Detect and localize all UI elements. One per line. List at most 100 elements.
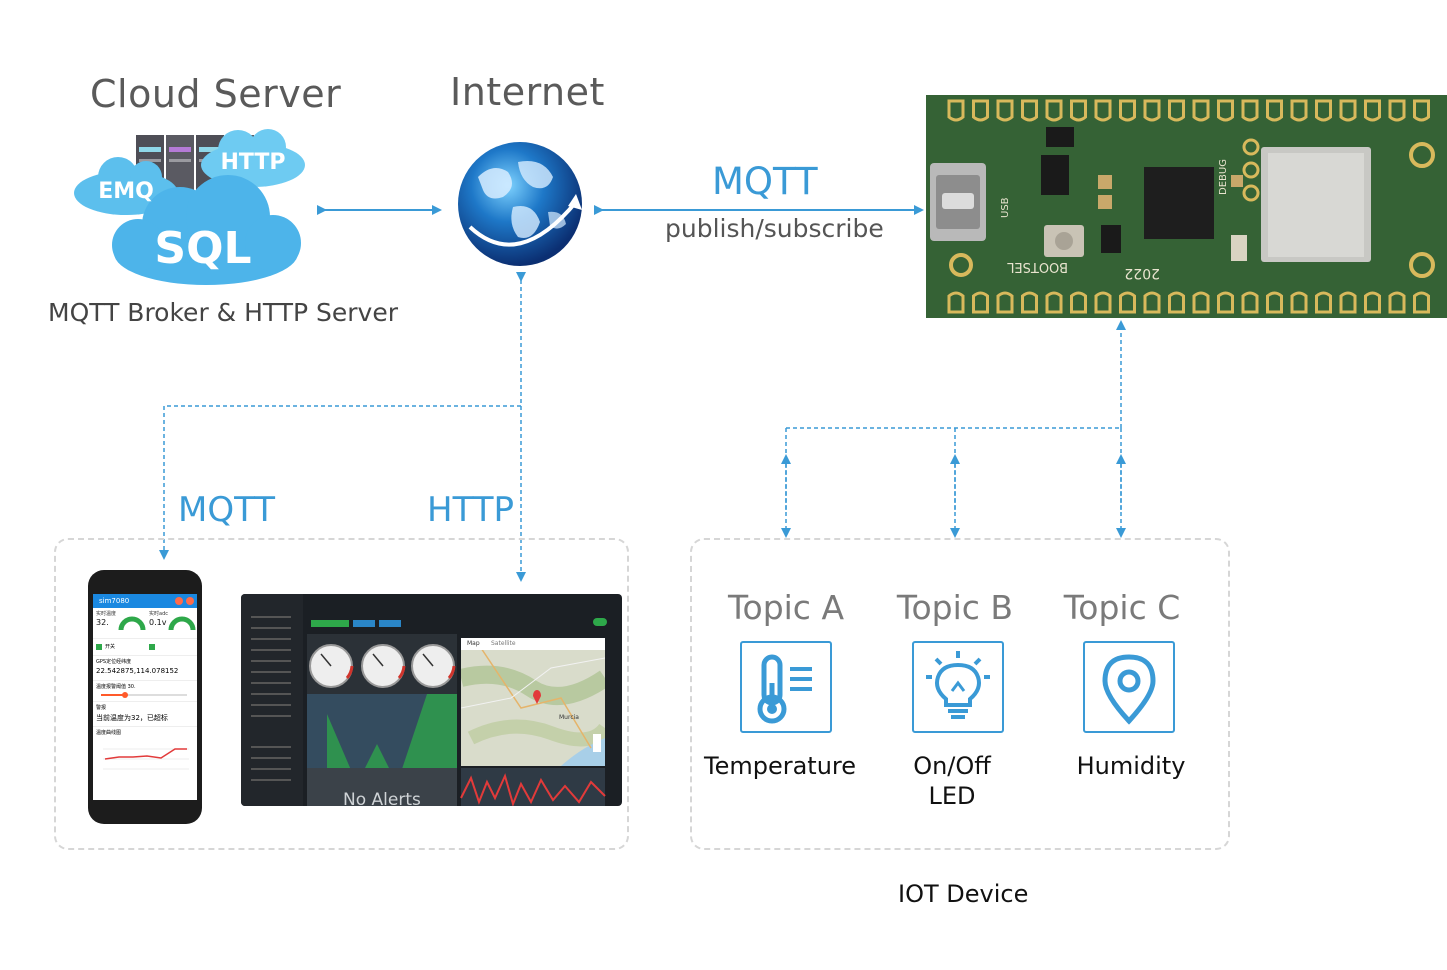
circuit-board-image: BOOTSEL 2022 USB DEBUG (926, 95, 1447, 318)
pin-pad (1119, 291, 1136, 314)
pin-pad (1217, 291, 1234, 314)
internet-title: Internet (450, 70, 605, 114)
cloud-server-caption: MQTT Broker & HTTP Server (48, 298, 399, 327)
gauge-3 (411, 644, 456, 688)
client-mqtt-label: MQTT (178, 490, 276, 530)
topic-c-caption: Humidity (1076, 752, 1186, 780)
phone-temp-value: 32. (96, 618, 109, 627)
location-pin-icon (1102, 654, 1156, 725)
phone-temp-gauge (118, 616, 146, 631)
mqtt-link-label: MQTT (712, 160, 818, 203)
pin-pad (1241, 291, 1259, 314)
pin-pad (1315, 291, 1332, 314)
lightbulb-icon (926, 651, 990, 719)
emq-tag: EMQ (98, 179, 154, 204)
phone-alert-label: 温度报警阈值 30. (96, 684, 136, 690)
topic-c-title: Topic C (1063, 588, 1181, 627)
pin-pad (1119, 99, 1136, 122)
phone-volt-label: 实时adc (149, 611, 168, 617)
pin-pad (1168, 291, 1185, 314)
bottom-pin-row (947, 291, 1430, 314)
topic-b-box[interactable] (912, 641, 1004, 733)
phone-curve-label: 温度曲线图 (96, 730, 122, 736)
thermometer-icon (757, 654, 812, 724)
gauge-1 (309, 644, 354, 688)
pin-pad (1290, 291, 1308, 314)
year-silkscreen: 2022 (1124, 265, 1160, 281)
pin-pad (1168, 99, 1185, 122)
debug-silkscreen: DEBUG (1218, 159, 1229, 195)
cloud-server-icon: HTTP EMQ SQL (74, 129, 305, 285)
pin-pad (1094, 99, 1112, 122)
pin-pad (1339, 99, 1357, 122)
phone-gps-value: 22.542875,114.078152 (96, 667, 179, 675)
dashboard-map[interactable]: Map Satellite Murcia (461, 638, 605, 766)
pin-pad (1241, 99, 1259, 122)
pin-pad (1266, 291, 1283, 314)
bootsel-silkscreen: BOOTSEL (1006, 259, 1068, 274)
pin-pad (972, 99, 989, 122)
client-http-label: HTTP (427, 490, 515, 530)
dashboard-sidebar (241, 594, 303, 806)
dashboard-chart (460, 768, 606, 806)
cloud-server-title: Cloud Server (90, 72, 342, 116)
pin-pad (1021, 99, 1038, 122)
pin-pad (947, 99, 965, 122)
pin-pad (1021, 291, 1038, 314)
phone-volt-gauge (168, 616, 196, 631)
phone-threshold-slider[interactable] (101, 694, 187, 696)
topic-b-title: Topic B (896, 588, 1014, 627)
pin-pad (1413, 99, 1430, 122)
pin-pad (1413, 291, 1430, 314)
map-tab[interactable]: Map (467, 640, 480, 647)
pin-pad (996, 99, 1014, 122)
globe-icon (458, 142, 582, 266)
pin-pad (1045, 99, 1063, 122)
line-mqtt-branch (159, 405, 521, 560)
pin-pad (972, 291, 989, 314)
laptop-device: Map Satellite Murcia No Alerts (241, 594, 622, 806)
phone-gps-label: GPS定位经纬度 (96, 659, 132, 665)
phone-device: sim7080 实时温度 32. 实时adc 0.1v 开关 GPS定位经纬度 … (88, 570, 202, 824)
usb-silkscreen: USB (1000, 197, 1011, 218)
mcu-chip (1144, 167, 1214, 239)
pin-pad (1192, 99, 1210, 122)
topic-a-caption: Temperature (703, 752, 857, 780)
pin-pad (1339, 291, 1357, 314)
pin-pad (1070, 99, 1087, 122)
dashboard-toggle[interactable] (593, 618, 607, 626)
topic-b-caption: On/Off LED (913, 752, 991, 810)
phone-temp-curve (103, 748, 189, 770)
pin-pad (1315, 99, 1332, 122)
satellite-tab[interactable]: Satellite (491, 640, 516, 647)
clients-group (54, 538, 629, 850)
pin-pad (947, 291, 965, 314)
phone-app-header: sim7080 (93, 594, 197, 608)
pin-pad (1143, 291, 1161, 314)
no-alerts-text: No Alerts (343, 790, 421, 806)
phone-warn-value: 当前温度为32，已超标 (96, 714, 168, 722)
pin-pad (1388, 291, 1406, 314)
top-pin-row (947, 99, 1430, 122)
phone-app-title: sim7080 (99, 597, 130, 605)
http-tag: HTTP (220, 150, 285, 175)
sql-tag: SQL (154, 223, 251, 274)
pin-pad (1388, 99, 1406, 122)
pin-pad (1217, 99, 1234, 122)
topic-a-box[interactable] (740, 641, 832, 733)
topic-c-box[interactable] (1083, 641, 1175, 733)
pin-pad (1143, 99, 1161, 122)
pin-pad (1266, 99, 1283, 122)
iot-device-label: IOT Device (898, 880, 1029, 908)
phone-switch-label: 开关 (105, 644, 116, 650)
phone-warn-label: 警报 (96, 705, 107, 711)
gauge-2 (361, 644, 406, 688)
map-zoom-control[interactable] (593, 734, 601, 752)
topic-a-title: Topic A (727, 588, 845, 627)
map-city-label: Murcia (559, 714, 579, 721)
pin-pad (1094, 291, 1112, 314)
pin-pad (1290, 99, 1308, 122)
phone-temp-label: 实时温度 (96, 611, 117, 617)
dashboard-alerts: No Alerts (307, 768, 457, 806)
